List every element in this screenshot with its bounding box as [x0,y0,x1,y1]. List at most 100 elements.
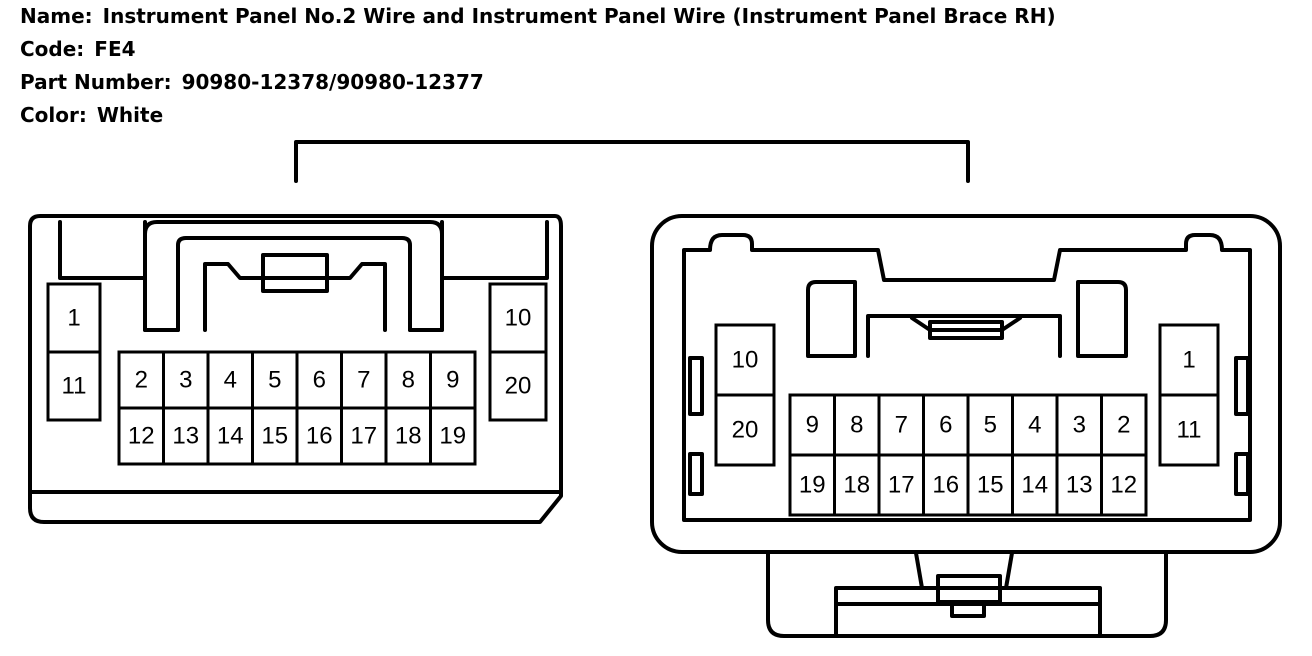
left-pin-18-cavity [384,406,432,466]
right-pin-20-cavity [714,393,776,467]
right-latch-lock [928,320,1004,340]
part-number-value: 90980-12378/90980-12377 [181,70,484,94]
left-pin-19-label: 19 [439,423,466,450]
left-pin-11-cavity [46,350,102,422]
right-pin-7-cavity [877,393,925,457]
right-pin-2-label: 2 [1117,412,1130,439]
right-pin-15-label: 15 [977,472,1004,499]
right-pin-5-label: 5 [984,412,997,439]
color-label: Color: [20,103,87,127]
left-pin-17-cavity [340,406,388,466]
right-pin-3-cavity [1055,393,1103,457]
right-connector-body [650,214,1282,638]
left-pin-4-cavity [206,350,254,410]
left-latch-lock [261,253,329,293]
right-side-rail-left-bottom [688,452,704,496]
name-row: Name: Instrument Panel No.2 Wire and Inst… [20,0,1056,33]
name-value: Instrument Panel No.2 Wire and Instrumen… [102,4,1056,28]
code-row: Code: FE4 [20,33,1056,66]
left-pin-15-label: 15 [261,423,288,450]
left-latch-inner [176,236,412,332]
right-pin-14-cavity [1011,453,1059,517]
right-pin-9-label: 9 [806,412,819,439]
right-pin-7-label: 7 [895,412,908,439]
right-connector-base [766,551,1168,638]
right-pin-6-label: 6 [939,412,952,439]
right-latch-bridge [866,314,1062,358]
part-number-label: Part Number: [20,70,172,94]
right-side-rail-right-bottom [1234,452,1250,496]
code-value: FE4 [94,37,136,61]
left-pin-2-cavity [117,350,165,410]
right-pin-18-label: 18 [843,472,870,499]
right-side-rail-right-top [1234,356,1250,416]
left-pin-2-label: 2 [135,367,148,394]
right-pin-1-label: 1 [1182,347,1195,374]
left-pin-12-cavity [117,406,165,466]
right-pin-12-cavity [1100,453,1148,517]
right-pin-4-label: 4 [1028,412,1041,439]
right-pin-13-label: 13 [1066,472,1093,499]
left-pin-6-label: 6 [313,367,326,394]
right-pin-12-label: 12 [1110,472,1137,499]
left-pin-16-cavity [295,406,343,466]
part-number-row: Part Number: 90980-12378/90980-12377 [20,66,1056,99]
right-pin-17-label: 17 [888,472,915,499]
left-pin-12-label: 12 [128,423,155,450]
right-connector-outline [650,214,1282,554]
left-pin-13-cavity [162,406,210,466]
left-pin-18-label: 18 [395,423,422,450]
color-row: Color: White [20,99,1056,132]
left-pin-10-label: 10 [505,305,532,332]
right-pin-11-cavity [1158,393,1220,467]
right-connector-inner-frame [682,233,1252,522]
left-pin-10-cavity [488,282,548,354]
name-label: Name: [20,4,93,28]
connector-info: Name: Instrument Panel No.2 Wire and Inst… [20,0,1056,132]
right-side-rail-left-top [688,356,704,416]
left-latch-tab [203,262,387,332]
right-base-key-tip [950,600,986,618]
left-pin-9-label: 9 [446,367,459,394]
mating-bracket [294,140,970,183]
left-notch-right [440,220,549,280]
right-latch-lip [910,316,1022,332]
left-pin-4-label: 4 [224,367,237,394]
right-latch-left [806,280,857,358]
left-pin-3-label: 3 [179,367,192,394]
left-pin-5-label: 5 [268,367,281,394]
left-pin-19-cavity [429,406,477,466]
right-pin-16-label: 16 [932,472,959,499]
left-connector-body [28,214,563,524]
left-pin-14-label: 14 [217,423,244,450]
right-pin-8-label: 8 [850,412,863,439]
left-notch-left [58,220,147,280]
left-pin-9-cavity [429,350,477,410]
left-pin-6-cavity [295,350,343,410]
right-pin-16-cavity [922,453,970,517]
left-pin-8-label: 8 [402,367,415,394]
right-pin-11-label: 11 [1177,417,1202,444]
left-pin-16-label: 16 [306,423,333,450]
left-pin-17-label: 17 [350,423,377,450]
left-pin-20-label: 20 [505,373,532,400]
left-pin-8-cavity [384,350,432,410]
right-pin-14-label: 14 [1021,472,1048,499]
left-connector-outline [28,214,563,524]
right-pin-18-cavity [833,453,881,517]
code-label: Code: [20,37,85,61]
right-base-step [834,586,1102,638]
left-pin-11-label: 11 [62,373,87,400]
right-pin-3-label: 3 [1073,412,1086,439]
right-pin-2-cavity [1100,393,1148,457]
color-value: White [96,103,164,127]
right-latch-right [1076,280,1128,358]
left-pin-20-cavity [488,350,548,422]
right-base-guides [914,551,1014,590]
left-pin-7-label: 7 [357,367,370,394]
left-pin-13-label: 13 [172,423,199,450]
left-pin-1-label: 1 [67,305,80,332]
left-latch-frame [143,220,444,332]
